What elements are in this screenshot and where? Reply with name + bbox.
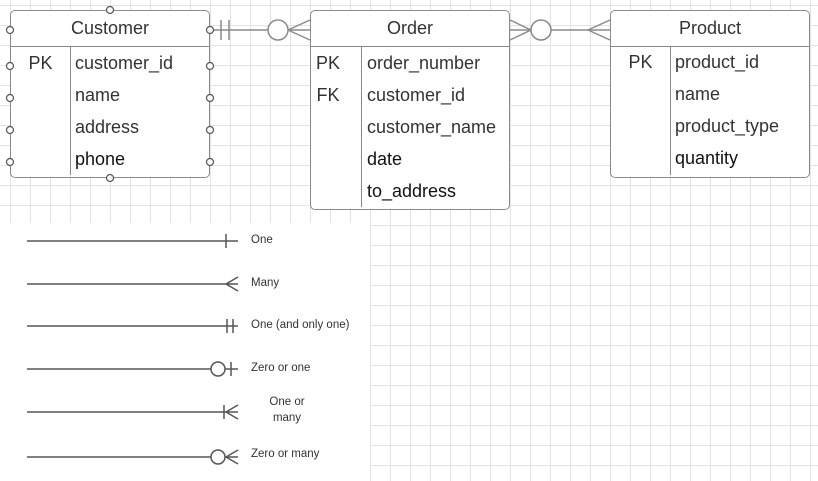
table-row[interactable]: date <box>311 143 509 175</box>
entity-title: Customer <box>11 11 209 47</box>
zero-circle <box>267 19 289 41</box>
attribute-name: phone <box>75 149 126 169</box>
table-row[interactable]: address <box>11 111 209 143</box>
attribute-name: address <box>75 117 140 137</box>
legend-one-or-many-symbol <box>27 404 239 420</box>
legend-label-zero-or-many: Zero or many <box>251 448 320 460</box>
key-column-divider <box>70 47 71 175</box>
entity-title: Order <box>311 11 509 47</box>
attribute-name: name <box>75 85 121 105</box>
attribute-name: to_address <box>367 181 457 201</box>
legend-label-one-and-only-one: One (and only one) <box>251 319 350 331</box>
attribute-name: customer_id <box>75 53 174 73</box>
table-row[interactable]: FK customer_id <box>311 79 509 111</box>
table-row[interactable]: customer_name <box>311 111 509 143</box>
crowfoot-upper <box>509 19 532 31</box>
relationship-order-product[interactable] <box>509 19 611 41</box>
attribute-name: order_number <box>367 53 481 73</box>
legend-zero-or-one-symbol <box>27 361 238 377</box>
attribute-name: name <box>675 84 721 104</box>
legend-label-zero-or-one: Zero or one <box>251 362 311 374</box>
entity-customer[interactable]: Customer PK customer_id name address pho… <box>10 10 210 178</box>
crowfoot-upper <box>287 19 311 31</box>
relationship-customer-order[interactable] <box>210 19 311 41</box>
attribute-name: date <box>367 149 403 169</box>
table-row[interactable]: product_type <box>611 111 809 143</box>
entity-product[interactable]: Product PK product_id name product_type … <box>610 10 810 178</box>
table-row[interactable]: quantity <box>611 143 809 175</box>
key-label: FK <box>316 85 340 105</box>
table-row[interactable]: phone <box>11 143 209 175</box>
legend-zero-or-many-symbol <box>27 449 239 465</box>
crowfoot-lower <box>509 29 532 41</box>
table-row[interactable]: name <box>611 79 809 111</box>
crowfoot-upper <box>587 19 611 31</box>
attribute-name: customer_name <box>367 117 497 137</box>
zero-circle <box>530 19 552 41</box>
table-row[interactable]: PK order_number <box>311 47 509 79</box>
legend-many-symbol <box>27 276 239 292</box>
key-label: PK <box>315 53 340 73</box>
legend-one-symbol <box>27 234 238 248</box>
attribute-name: product_id <box>675 52 760 72</box>
notation-legend: One Many One (and only one) Zero or one … <box>0 222 370 481</box>
table-row[interactable]: PK product_id <box>611 47 809 79</box>
key-label: PK <box>628 52 653 72</box>
entity-order[interactable]: Order PK order_number FK customer_id cus… <box>310 10 510 210</box>
crowfoot-lower <box>587 29 611 41</box>
key-label: PK <box>28 53 53 73</box>
attribute-name: quantity <box>675 148 739 168</box>
legend-one-and-only-one-symbol <box>27 319 238 333</box>
key-column-divider <box>670 47 671 175</box>
attribute-name: product_type <box>675 116 780 136</box>
key-column-divider <box>361 47 362 207</box>
legend-label-one: One <box>251 234 273 246</box>
legend-label-many: Many <box>251 277 280 289</box>
table-row[interactable]: PK customer_id <box>11 47 209 79</box>
entity-title: Product <box>611 11 809 47</box>
crowfoot-lower <box>287 29 311 41</box>
table-row[interactable]: name <box>11 79 209 111</box>
legend-symbols <box>27 234 239 465</box>
attribute-name: customer_id <box>367 85 466 105</box>
table-row[interactable]: to_address <box>311 175 509 207</box>
